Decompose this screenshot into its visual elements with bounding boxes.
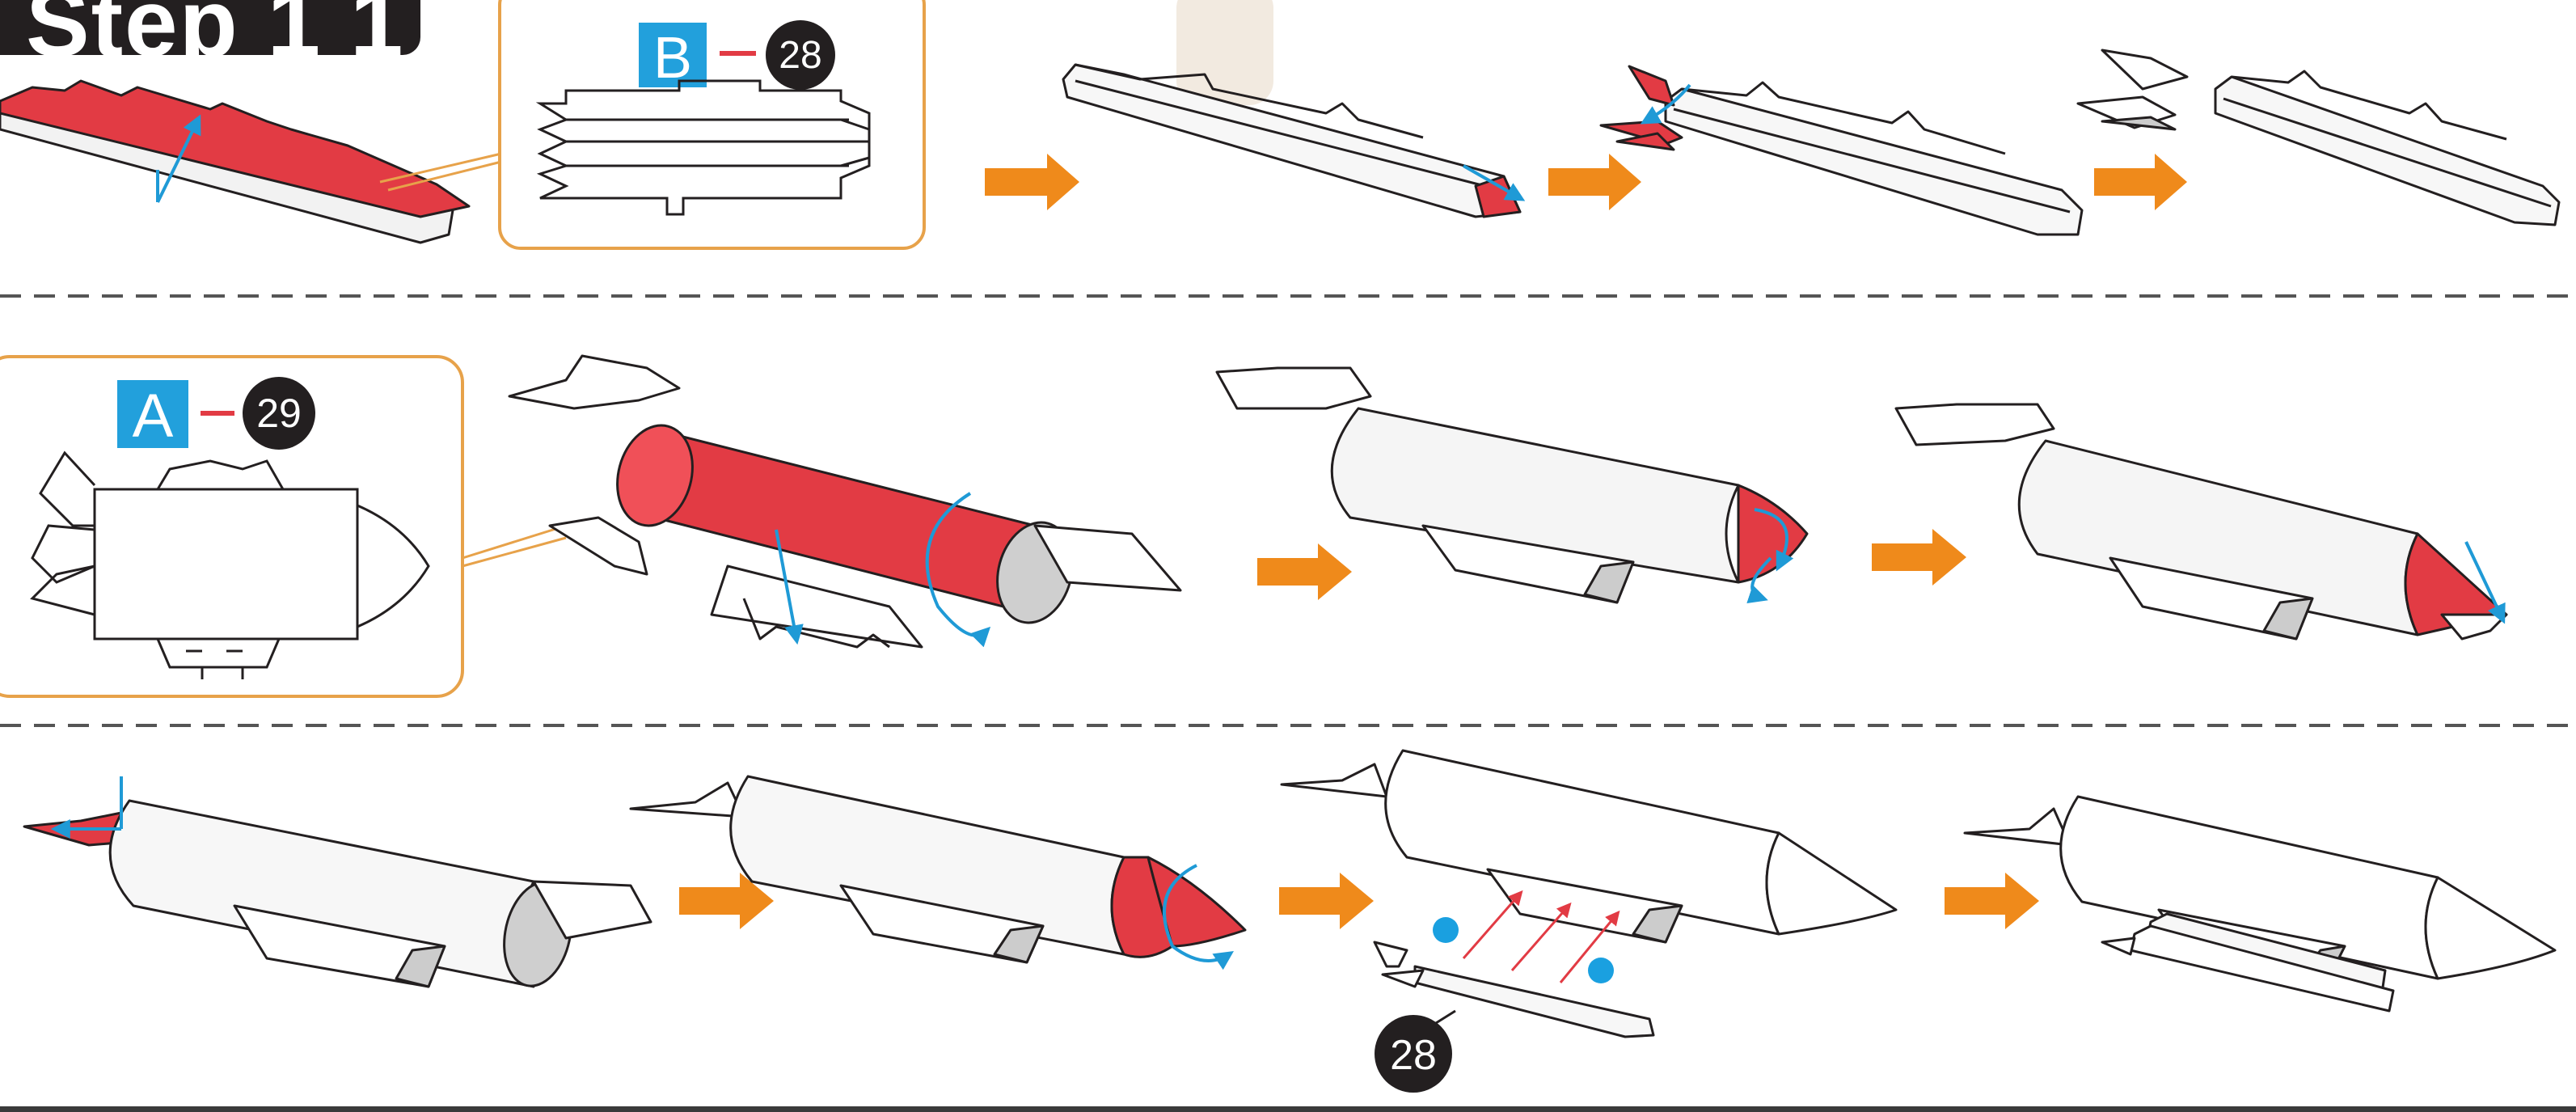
row2-white-cylinder xyxy=(1215,366,1809,604)
callout-part-circle xyxy=(1375,1015,1452,1093)
bottom-rule xyxy=(0,1106,2576,1112)
part-panel-a: A 29 xyxy=(0,355,567,698)
row2-red-cylinder xyxy=(508,354,1182,649)
callout-part-number: 28 xyxy=(1390,1032,1437,1079)
step-number: 1 1 xyxy=(267,0,405,77)
orange-next-arrow xyxy=(985,154,1079,210)
row1-bar-step2 xyxy=(1062,63,1526,218)
part-number-circle-b xyxy=(766,20,835,90)
orange-next-arrow xyxy=(1548,154,1641,210)
orange-next-arrow xyxy=(1279,873,1374,929)
row1-bar-step4 xyxy=(2076,49,2561,226)
part-b-template xyxy=(535,79,871,216)
part-a-template xyxy=(30,450,430,679)
row2-white-cylinder-red-cone xyxy=(1894,403,2508,641)
row1-bar-with-red-part xyxy=(0,79,502,244)
blue-dot-marker xyxy=(1588,958,1614,983)
part-letter-a: A xyxy=(133,382,174,450)
part-panel-b: B 28 xyxy=(498,0,926,250)
finger-silhouette xyxy=(1176,0,1273,105)
orange-next-arrow xyxy=(1257,543,1352,600)
part-number-b: 28 xyxy=(779,34,821,77)
row3-final-assembly xyxy=(1963,795,2557,1013)
row3-cylinder-red-cone xyxy=(629,775,1247,970)
row1-bar-step3 xyxy=(1599,65,2084,236)
part-letter-box-a xyxy=(117,380,188,448)
orange-next-arrow xyxy=(2094,154,2187,210)
step-badge: Step 1 1 xyxy=(0,0,420,71)
part-number-circle-a xyxy=(243,377,315,450)
part-number-a: 29 xyxy=(256,391,302,436)
part-letter-box-b xyxy=(639,23,707,87)
row3-cylinder-bar-attach xyxy=(1280,749,1898,1038)
row3-cylinder-red-nozzle xyxy=(23,776,652,988)
blue-dot-marker xyxy=(1433,917,1459,943)
step-label: Step xyxy=(26,0,239,77)
orange-next-arrow xyxy=(679,873,774,929)
orange-next-arrow xyxy=(1945,873,2039,929)
orange-next-arrow xyxy=(1872,529,1966,586)
